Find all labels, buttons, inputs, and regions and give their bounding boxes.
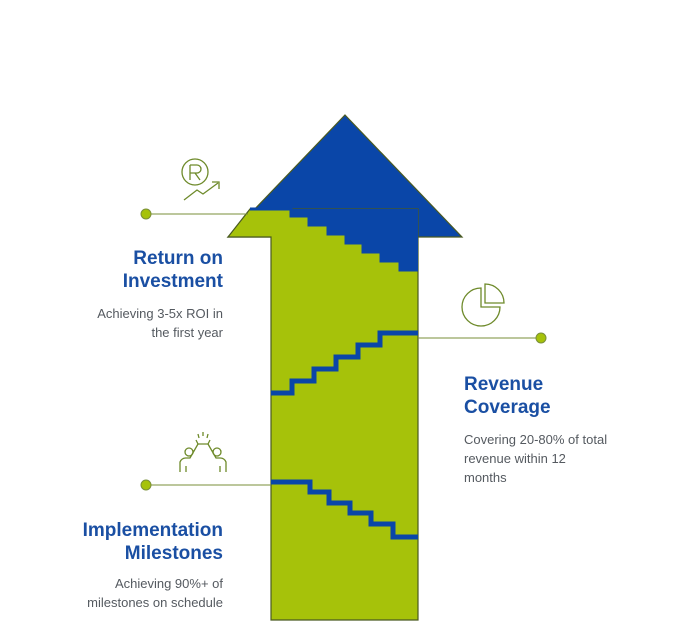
revenue-desc-line2: revenue within 12 (464, 451, 566, 466)
revenue-title-line2: Coverage (464, 397, 551, 418)
milestones-desc-line1: Achieving 90%+ of (114, 576, 223, 591)
roi-desc-line1: Achieving 3-5x ROI in (97, 306, 223, 321)
roi-desc-line2: the first year (151, 325, 223, 340)
revenue-desc-line3: months (464, 470, 507, 485)
high-five-icon (179, 432, 227, 472)
milestones-description: Achieving 90%+ of milestones on schedule (87, 574, 223, 612)
top-stairs (250, 207, 418, 272)
roi-title-line1: Return on (133, 248, 223, 269)
arrow-head-fill (250, 209, 418, 270)
pie-chart-icon (461, 283, 505, 327)
roi-description: Achieving 3-5x ROI in the first year (97, 304, 223, 342)
roi-chart-icon (181, 158, 220, 201)
milestones-title-line2: Milestones (124, 543, 223, 564)
milestones-desc-line2: milestones on schedule (87, 595, 223, 610)
arrow-body (226, 208, 419, 621)
bottom-stairs (271, 479, 418, 540)
roi-title-line2: Investment (122, 271, 223, 292)
roi-heading: Return on Investment (123, 247, 223, 293)
revenue-description: Covering 20-80% of total revenue within … (464, 430, 607, 487)
revenue-dot (535, 332, 547, 344)
roi-dot (140, 208, 152, 220)
milestones-title-line1: Implementation (82, 520, 223, 541)
revenue-title-line1: Revenue (464, 374, 544, 395)
revenue-desc-line1: Covering 20-80% of total (464, 432, 608, 447)
middle-stairs (271, 330, 418, 396)
revenue-heading: Revenue Coverage (464, 373, 551, 419)
milestones-dot (140, 479, 152, 491)
milestones-heading: Implementation Milestones (83, 519, 223, 565)
